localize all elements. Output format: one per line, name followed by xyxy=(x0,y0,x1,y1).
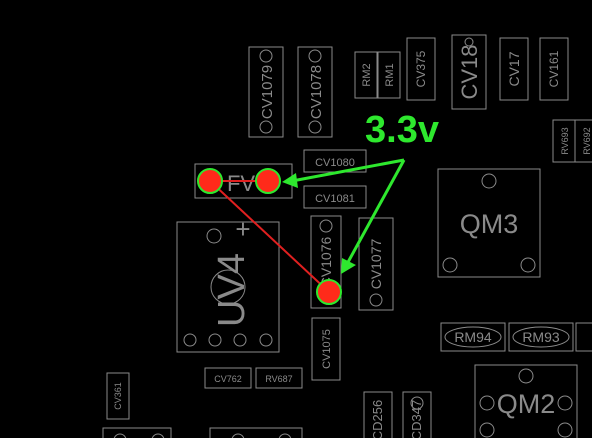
component-cv1079[interactable]: CV1079 xyxy=(248,46,284,138)
annotation-arrows xyxy=(282,158,406,274)
component-fv[interactable]: FV xyxy=(194,163,293,199)
cv18-label: CV18 xyxy=(457,44,482,99)
arrow-to-fv-line xyxy=(291,158,405,183)
cd347-label: CD347 xyxy=(409,400,424,438)
component-cv18[interactable]: CV18 xyxy=(451,34,487,110)
cv1080-label: CV1080 xyxy=(315,157,355,169)
component-cv1076[interactable]: CV1076 xyxy=(310,215,342,309)
arrow-to-cv1076-line xyxy=(345,159,406,265)
fv-label: FV xyxy=(227,171,255,196)
component-rm-partial xyxy=(575,322,592,352)
plus-mark: + xyxy=(235,214,250,244)
cv1079-label: CV1079 xyxy=(259,65,276,119)
component-cv161[interactable]: CV161 xyxy=(539,37,569,101)
cv375-label: CV375 xyxy=(414,50,428,87)
wire-fv-to-cv1076 xyxy=(209,180,330,293)
rv687-label: RV687 xyxy=(265,374,292,384)
component-cv1078[interactable]: CV1078 xyxy=(297,46,333,138)
cv361-label: CV361 xyxy=(113,382,123,410)
test-point-cv1076[interactable] xyxy=(316,279,342,305)
component-cd347[interactable]: CD347 xyxy=(402,391,432,438)
component-qm3[interactable]: QM3 xyxy=(437,168,541,278)
cv161-label: CV161 xyxy=(547,50,561,87)
component-cv17[interactable]: CV17 xyxy=(499,37,529,101)
component-rm2[interactable]: RM2 xyxy=(354,51,378,99)
cv762-label: CV762 xyxy=(214,374,242,384)
cv17-label: CV17 xyxy=(506,51,522,86)
arrow-to-fv-head xyxy=(282,173,298,188)
component-rm1[interactable]: RM1 xyxy=(377,51,401,99)
qm3-label: QM3 xyxy=(460,209,519,239)
cv1077-label: CV1077 xyxy=(368,238,384,289)
component-cv1075[interactable]: CV1075 xyxy=(311,317,341,381)
rm2-label: RM2 xyxy=(361,63,373,86)
arrow-to-cv1076-head xyxy=(341,258,356,274)
component-cd256[interactable]: CD256 xyxy=(363,391,393,438)
component-cv1077[interactable]: CV1077 xyxy=(358,217,394,311)
cv1075-label: CV1075 xyxy=(321,329,333,369)
test-point-fv-right[interactable] xyxy=(255,168,281,194)
uv4-label: UV4 xyxy=(211,253,253,327)
rv-right-a-label: RV693 xyxy=(560,127,570,154)
rm1-label: RM1 xyxy=(384,63,396,86)
component-qm2[interactable]: QM2 xyxy=(474,364,578,438)
component-rm94[interactable]: RM94 xyxy=(440,322,506,352)
cv1076-label: CV1076 xyxy=(318,236,334,287)
component-rv-right[interactable]: RV693 RV692 xyxy=(552,119,592,163)
voltage-annotation: 3.3v xyxy=(365,109,439,151)
component-uv4[interactable]: + UV4 xyxy=(176,214,280,353)
rv-right-b-label: RV692 xyxy=(582,127,592,154)
test-points[interactable] xyxy=(197,168,342,305)
component-cv762[interactable]: CV762 xyxy=(204,367,252,389)
test-point-fv-left[interactable] xyxy=(197,168,223,194)
cv1081-label: CV1081 xyxy=(315,193,355,205)
component-bottom-left-pads xyxy=(102,427,303,438)
component-rv687[interactable]: RV687 xyxy=(255,367,303,389)
component-rm93[interactable]: RM93 xyxy=(508,322,574,352)
component-cv375[interactable]: CV375 xyxy=(406,37,436,101)
component-cv361[interactable]: CV361 xyxy=(106,372,130,420)
cd256-label: CD256 xyxy=(370,400,385,438)
qm2-label: QM2 xyxy=(497,389,556,419)
rm94-label: RM94 xyxy=(454,329,492,345)
cv1078-label: CV1078 xyxy=(308,65,325,119)
component-cv1081[interactable]: CV1081 xyxy=(303,185,367,209)
rm93-label: RM93 xyxy=(522,329,560,345)
